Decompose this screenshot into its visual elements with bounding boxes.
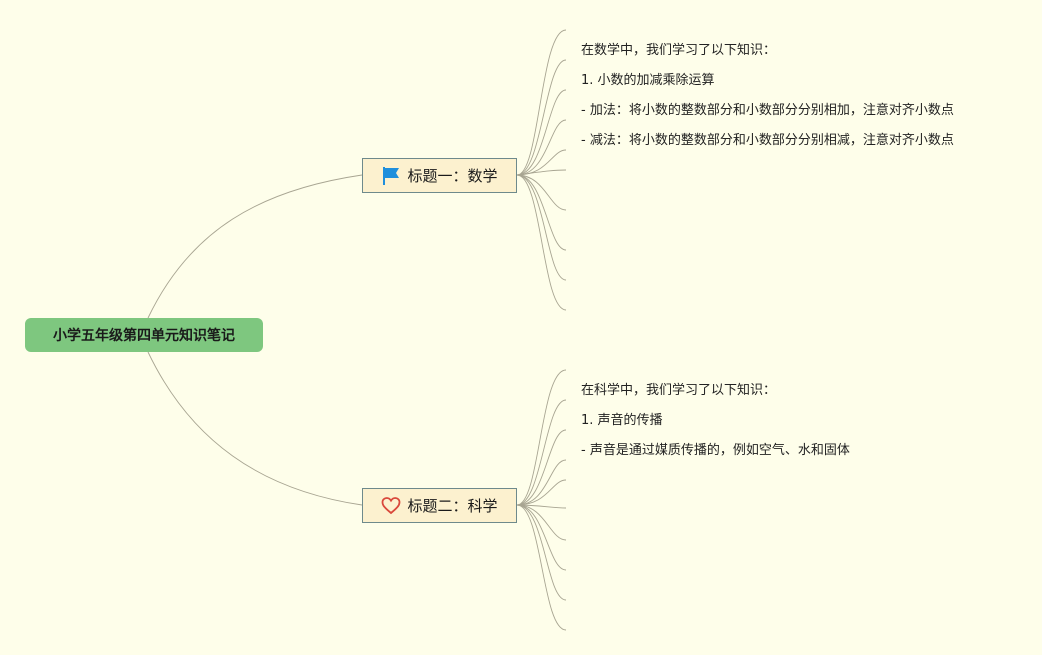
root-to-topic-2-connector [147,351,363,506]
science-note-2[interactable]: 1. 声音的传播 [581,413,663,428]
topic-1-branch-line [516,174,567,251]
root-topic[interactable]: 小学五年级第四单元知识笔记 [25,318,263,352]
flag-icon [381,166,401,186]
topic-2-branch-line [516,369,567,506]
math-note-2[interactable]: 1. 小数的加减乘除运算 [581,73,715,88]
science-note-3[interactable]: - 声音是通过媒质传播的，例如空气、水和固体 [581,443,850,458]
topic-1-branch-line [516,169,567,176]
topic-2-branch-line [516,504,567,541]
topic-1-branch-line [516,59,567,176]
topic-1-branch-line [516,119,567,176]
math-note-3[interactable]: - 加法：将小数的整数部分和小数部分分别相加，注意对齐小数点 [581,103,954,118]
topic-2-branch-line [516,479,567,506]
topic-1-branch-line [516,29,567,176]
root-topic-label: 小学五年级第四单元知识笔记 [53,328,235,344]
heart-icon [381,496,401,516]
topic-1-branch-line [516,174,567,211]
root-to-topic-1-connector [147,174,363,319]
topic-2-branch-line [516,429,567,506]
science-note-1[interactable]: 在科学中，我们学习了以下知识： [581,383,777,398]
topic-math[interactable]: 标题一：数学 [362,158,517,193]
math-note-4[interactable]: - 减法：将小数的整数部分和小数部分分别相减，注意对齐小数点 [581,133,954,148]
topic-1-branch-line [516,89,567,176]
topic-2-branch-line [516,504,567,571]
topic-1-branch-line [516,174,567,311]
topic-math-label: 标题一：数学 [407,167,498,185]
topic-2-branch-line [516,504,567,601]
topic-science-label: 标题二：科学 [407,497,498,515]
topic-2-branch-line [516,504,567,631]
math-note-1[interactable]: 在数学中，我们学习了以下知识： [581,43,777,58]
topic-2-branch-line [516,399,567,506]
topic-science[interactable]: 标题二：科学 [362,488,517,523]
topic-1-branch-line [516,174,567,281]
topic-2-branch-line [516,459,567,506]
